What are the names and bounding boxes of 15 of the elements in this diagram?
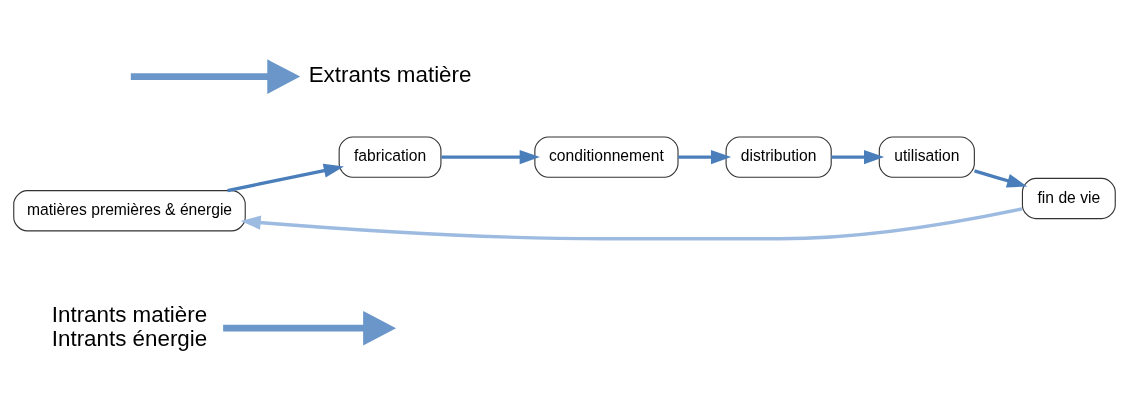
node-box: distribution — [725, 135, 832, 178]
node-box: matières premières & énergie — [13, 189, 246, 231]
arrow — [974, 168, 1028, 188]
node-box: fin de vie — [1021, 177, 1116, 219]
node-text: Intrants matière Intrants énergie — [51, 301, 208, 351]
node-box: conditionnement — [534, 135, 679, 178]
arrow — [678, 149, 732, 164]
arrow — [441, 149, 540, 164]
arrow — [130, 58, 301, 94]
arrow — [831, 149, 885, 164]
node-text: Extrants matière — [308, 61, 472, 87]
node-box: fabrication — [338, 135, 442, 178]
node-box: utilisation — [878, 135, 975, 178]
arrow — [227, 163, 344, 192]
arrow — [240, 206, 1023, 240]
